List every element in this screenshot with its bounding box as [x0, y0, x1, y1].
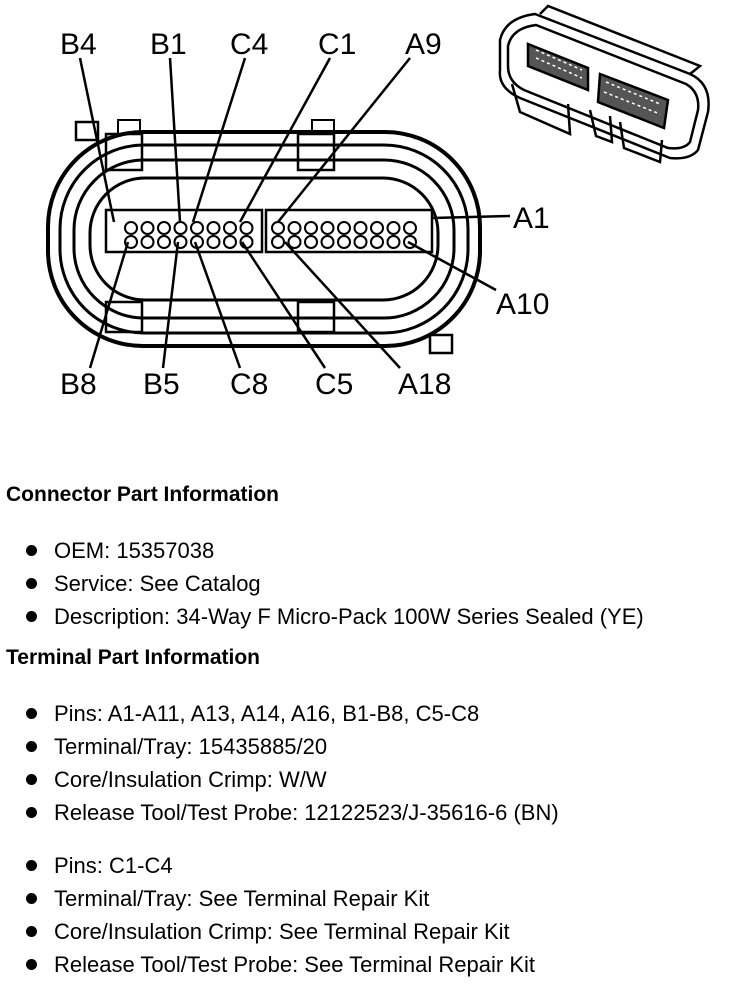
label-b4: B4	[60, 28, 97, 61]
info-list-item: Description: 34-Way F Micro-Pack 100W Se…	[0, 600, 644, 633]
label-b1: B1	[150, 28, 187, 61]
pin-cavity	[190, 221, 204, 235]
pin-cavity	[157, 235, 171, 249]
pin-cavity	[206, 235, 221, 249]
info-list-item: Terminal/Tray: See Terminal Repair Kit	[0, 882, 535, 915]
pin-cavity	[140, 221, 155, 235]
pin-cavity	[287, 235, 302, 249]
label-c4: C4	[230, 28, 268, 61]
pin-cavity	[271, 235, 285, 249]
pin-cavity	[370, 221, 384, 235]
pin-cavity	[403, 221, 417, 235]
info-list-item: Core/Insulation Crimp: W/W	[0, 763, 559, 796]
label-a9: A9	[405, 28, 442, 61]
connector-face	[46, 119, 482, 355]
terminal-info-heading: Terminal Part Information	[6, 646, 260, 669]
label-c1: C1	[318, 28, 356, 61]
pin-cavity	[304, 221, 318, 235]
connector-diagram: B4 B1 C4 C1 A9 A1 A10 B8 B5 C8 C5 A18	[46, 4, 710, 401]
pin-cavity	[287, 221, 302, 235]
pin-cavity	[140, 235, 155, 249]
label-c5: C5	[315, 368, 353, 401]
pin-cavity	[320, 235, 335, 249]
label-a10: A10	[496, 288, 549, 321]
pin-cavity	[223, 235, 237, 249]
info-list-item: Pins: C1-C4	[0, 849, 535, 882]
pin-cavity	[223, 221, 237, 235]
pin-cavity	[370, 235, 384, 249]
label-a1: A1	[513, 202, 550, 235]
info-list-item: OEM: 15357038	[0, 534, 644, 567]
pin-cavity	[304, 235, 318, 249]
pin-cavity	[353, 221, 368, 235]
pin-cavity	[337, 235, 351, 249]
pin-cavity	[124, 221, 138, 235]
info-list-item: Pins: A1-A11, A13, A14, A16, B1-B8, C5-C…	[0, 697, 559, 730]
pin-cavity	[271, 221, 285, 235]
pin-cavity	[386, 221, 401, 235]
pin-cavity	[337, 221, 351, 235]
label-a18: A18	[398, 368, 451, 401]
pin-grid	[124, 221, 417, 249]
info-list-item: Terminal/Tray: 15435885/20	[0, 730, 559, 763]
label-b5: B5	[143, 368, 180, 401]
leader-lines	[78, 57, 511, 369]
terminal-info-list-1: Pins: A1-A11, A13, A14, A16, B1-B8, C5-C…	[0, 697, 559, 829]
pin-cavity	[386, 235, 401, 249]
info-list-item: Release Tool/Test Probe: See Terminal Re…	[0, 948, 535, 981]
pin-cavity	[353, 235, 368, 249]
connector-isometric-illustration	[498, 4, 710, 164]
info-list-item: Core/Insulation Crimp: See Terminal Repa…	[0, 915, 535, 948]
pin-cavity	[173, 221, 188, 235]
pin-cavity	[320, 221, 335, 235]
pin-cavity	[157, 221, 171, 235]
info-list-item: Release Tool/Test Probe: 12122523/J-3561…	[0, 796, 559, 829]
pin-cavity	[239, 221, 254, 235]
pin-cavity	[206, 221, 221, 235]
label-c8: C8	[230, 368, 268, 401]
connector-info-heading: Connector Part Information	[6, 483, 280, 506]
pin-labels: B4 B1 C4 C1 A9 A1 A10 B8 B5 C8 C5 A18	[60, 28, 550, 401]
info-list-item: Service: See Catalog	[0, 567, 644, 600]
label-b8: B8	[60, 368, 97, 401]
